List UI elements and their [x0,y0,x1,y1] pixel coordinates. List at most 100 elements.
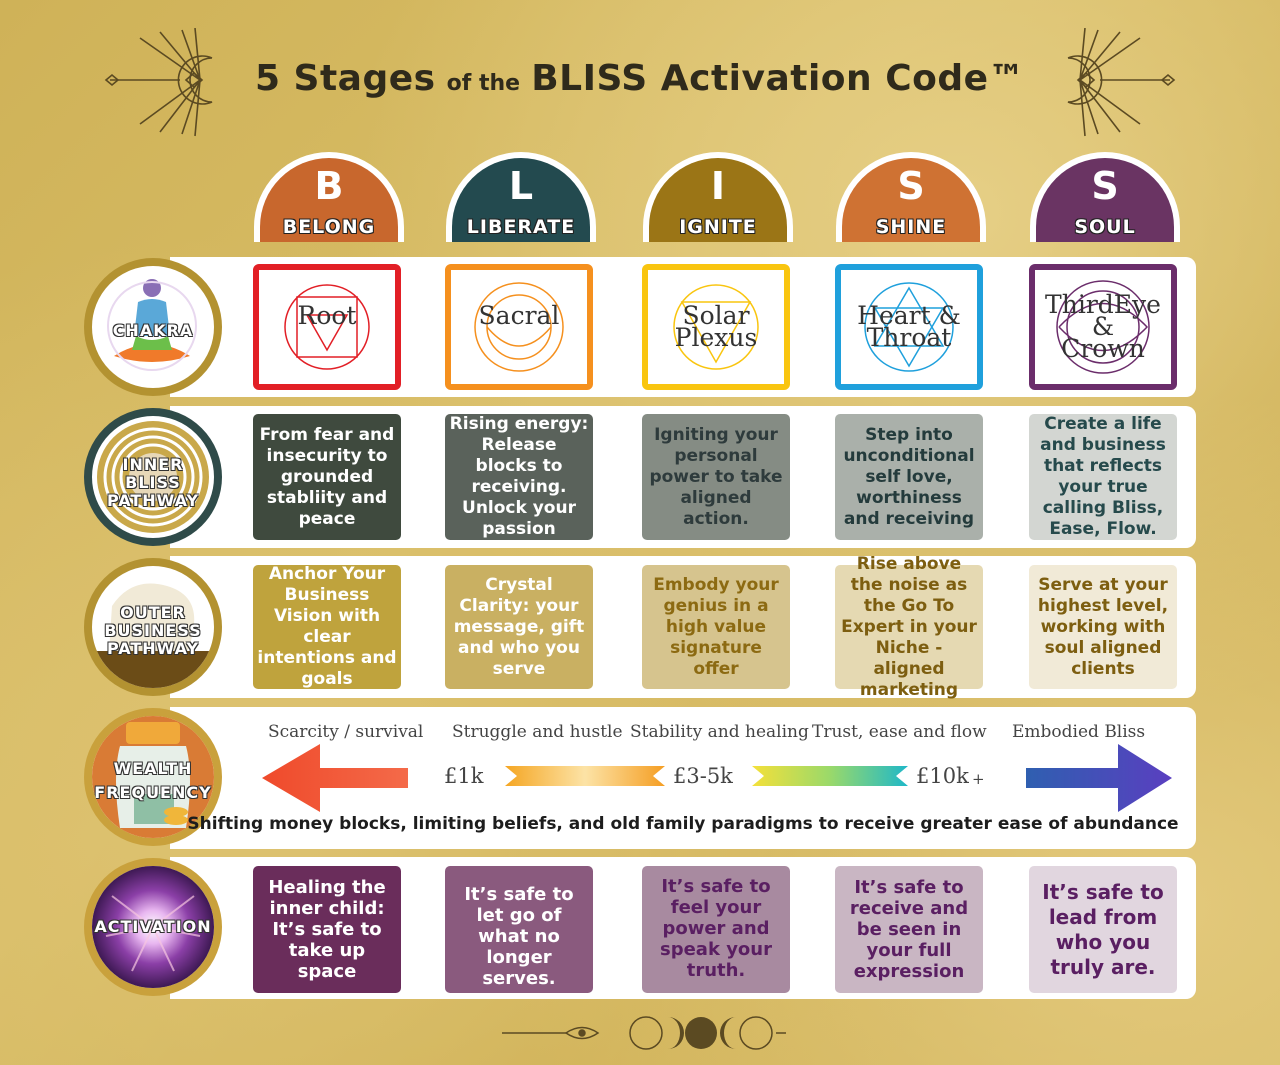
inner-bliss-card-liberate: Rising energy: Release blocks to receivi… [445,414,593,540]
stage-header-fill: S SHINE [842,158,980,242]
activation-card-shine: It’s safe to receive and be seen in your… [835,866,983,993]
stage-word: IGNITE [679,216,757,238]
stage-word: SHINE [875,216,947,238]
inner-bliss-text: Rising energy: Release blocks to receivi… [449,414,589,539]
title-part-3: BLISS Activation Code™ [531,58,1026,99]
stage-header-belong: B BELONG [254,152,404,242]
chakra-heart-throat: Heart &Throat [835,264,983,390]
stage-word: LIBERATE [466,216,576,238]
wealth-label-trust: Trust, ease and flow [812,722,987,742]
chakra-row-label: CHAKRA [112,321,194,340]
wealth-frequency-row-icon: WEALTH FREQUENCY [84,708,222,846]
money-1k: £1k [444,764,484,788]
stage-header-fill: B BELONG [260,158,398,242]
outer-business-label-2: BUSINESS [104,621,202,640]
outer-business-label-1: OUTER [120,603,186,622]
wealth-label-stability: Stability and healing [630,722,809,742]
inner-bliss-text: Step into unconditional self love, worth… [843,424,975,529]
money-3-5k: £3-5k [673,764,733,788]
chakra-name-line-1: Solar [682,301,750,330]
outer-business-card-liberate: Crystal Clarity: your message, gift and … [445,565,593,689]
stage-header-ignite: I IGNITE [643,152,793,242]
scarcity-arrow-icon [262,744,408,812]
outer-business-card-soul: Serve at your highest level, working wit… [1029,565,1177,689]
outer-business-text: Crystal Clarity: your message, gift and … [453,574,585,679]
outer-business-card-belong: Anchor Your Business Vision with clear i… [253,564,401,689]
wealth-frequency-label-1: WEALTH [113,759,193,778]
hustle-bar-icon [505,766,665,786]
chakra-third-eye-crown: ThirdEye&Crown [1029,264,1177,390]
inner-bliss-card-belong: From fear and insecurity to grounded sta… [253,414,401,540]
stage-word: BELONG [282,216,376,238]
chakra-name-line-2: Throat [866,323,952,352]
stage-letter: S [897,164,925,208]
inner-bliss-card-shine: Step into unconditional self love, worth… [835,414,983,540]
stage-word: SOUL [1074,216,1136,238]
inner-bliss-card-soul: Create a life and business that reflects… [1029,414,1177,540]
chakra-name: Sacral [451,270,587,384]
chakra-sacral: Sacral [445,264,593,390]
third-eye-crown-chakra-icon [1056,280,1150,374]
outer-business-text: Anchor Your Business Vision with clear i… [257,564,397,689]
outer-business-card-shine: Rise above the noise as the Go To Expert… [835,554,983,700]
outer-business-row-icon: OUTER BUSINESS PATHWAY [84,558,222,696]
meditation-figure-icon [107,279,197,371]
sunburst-left-icon [104,28,213,137]
chakra-name-line-2: Plexus [674,323,758,352]
inner-bliss-text: From fear and insecurity to grounded sta… [259,424,395,529]
money-jar-icon [92,716,214,838]
outer-business-text: Serve at your highest level, working wit… [1037,574,1169,679]
blob-shape-icon [92,583,214,688]
outer-business-card-ignite: Embody your genius in a high value signa… [642,565,790,689]
healing-bar-icon [752,766,908,786]
activation-card-belong: Healing the inner child: It’s safe to ta… [253,866,401,993]
moon-phases-icon [502,1016,786,1050]
inner-bliss-text: Create a life and business that reflects… [1040,414,1166,539]
activation-card-liberate: It’s safe to let go of what no longer se… [445,866,593,993]
wealth-label-scarcity: Scarcity / survival [268,722,424,742]
chakra-name-line-1: Heart & [857,301,961,330]
chakra-name-line-3: Crown [1061,334,1145,363]
heart-throat-chakra-icon [864,282,954,372]
wealth-frequency-label-2: FREQUENCY [94,783,212,802]
title-part-1: 5 Stages [254,58,436,99]
activation-text: It’s safe to let go of what no longer se… [464,884,574,989]
activation-row-icon: ACTIVATION [84,858,222,996]
inner-bliss-label-1: INNER [122,455,184,474]
activation-text: It’s safe to receive and be seen in your… [849,877,969,982]
energy-burst-icon [92,866,214,988]
stage-letter: I [710,164,726,208]
sunburst-right-icon [1067,28,1176,137]
stage-letter: L [508,164,534,208]
stage-header-shine: S SHINE [836,152,986,242]
chakra-name: Root [259,270,395,384]
sacral-chakra-icon [474,282,564,372]
title-part-2: of the [446,71,521,96]
wealth-label-embodied: Embodied Bliss [1012,722,1146,742]
inner-bliss-text: Igniting your personal power to take ali… [649,424,783,529]
chakra-root: Root [253,264,401,390]
outer-business-text: Rise above the noise as the Go To Expert… [841,553,977,700]
solar-plexus-chakra-icon [673,284,759,370]
inner-bliss-row-icon: INNER BLISS PATHWAY [84,408,222,546]
stage-header-fill: L LIBERATE [452,158,590,242]
stage-letter: B [314,164,344,208]
activation-row-label: ACTIVATION [94,917,212,936]
chakra-row-icon: CHAKRA [84,258,222,396]
chakra-name: Heart &Throat [841,270,977,408]
bliss-arrow-icon [1026,744,1172,812]
stage-header-soul: S SOUL [1030,152,1180,242]
chakra-name-line-1: Sacral [478,301,560,330]
activation-text: It’s safe to lead from who you truly are… [1042,879,1164,979]
activation-card-ignite: It’s safe to feel your power and speak y… [642,866,790,993]
chakra-name-line-2: & [1091,312,1115,341]
shifting-money-blocks-text: Shifting money blocks, limiting beliefs,… [187,814,1179,834]
stage-header-fill: S SOUL [1036,158,1174,242]
inner-bliss-label-3: PATHWAY [106,491,200,510]
wealth-label-struggle: Struggle and hustle [452,722,623,742]
stage-letter: S [1091,164,1119,208]
stage-header-fill: I IGNITE [649,158,787,242]
root-chakra-icon [284,284,370,370]
